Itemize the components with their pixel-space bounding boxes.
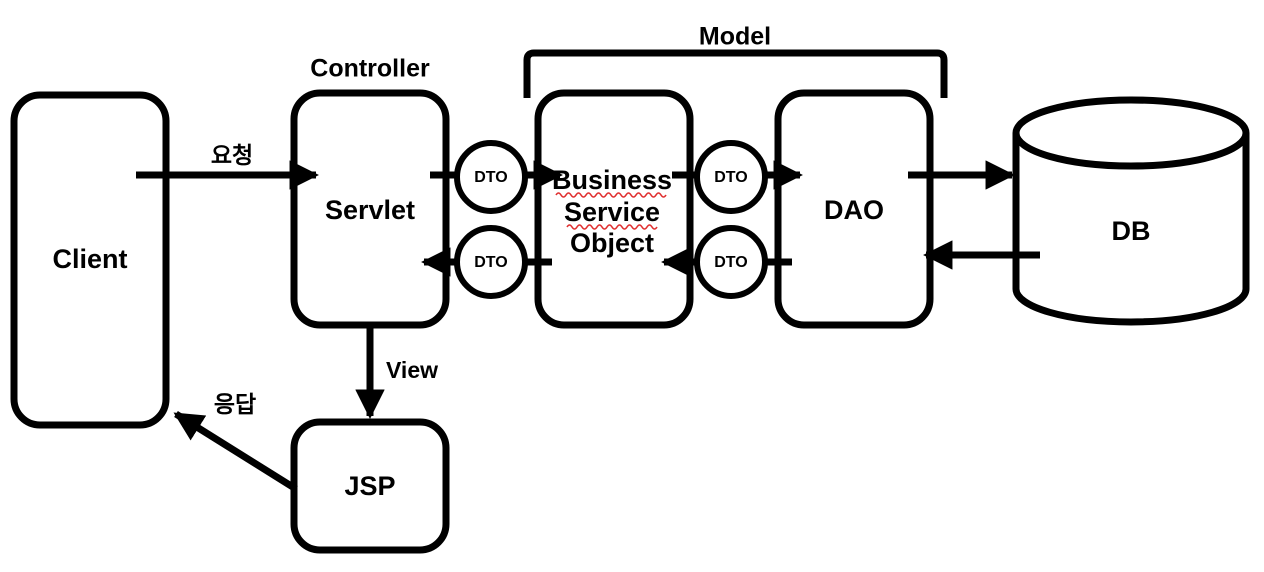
dto-circle-3[interactable]: DTO xyxy=(694,140,768,214)
spellcheck-underline-business xyxy=(555,192,667,198)
dto-circle-2-label: DTO xyxy=(474,254,507,271)
bso-label-line2: Service xyxy=(564,197,660,227)
dto-circle-1-label: DTO xyxy=(474,169,507,186)
controller-label: Controller xyxy=(310,55,430,83)
model-label: Model xyxy=(699,23,771,51)
node-client[interactable] xyxy=(10,91,170,429)
response-label: 응답 xyxy=(214,391,256,417)
request-label: 요청 xyxy=(211,142,253,168)
dto-circle-2-shape[interactable] xyxy=(454,225,528,299)
dto-circle-4-shape[interactable] xyxy=(694,225,768,299)
bso-label-line3: Object xyxy=(570,228,654,258)
dto-circle-4[interactable]: DTO xyxy=(694,225,768,299)
dto-circle-1-shape[interactable] xyxy=(454,140,528,214)
view-label: View xyxy=(386,357,438,383)
bso-label-line1: Business xyxy=(552,165,672,195)
node-db[interactable] xyxy=(1012,96,1250,326)
db-label: DB xyxy=(1112,216,1151,246)
node-dao[interactable] xyxy=(774,89,934,329)
servlet-label: Servlet xyxy=(325,195,415,225)
model-bracket xyxy=(523,49,948,98)
dto-circle-3-label: DTO xyxy=(714,169,747,186)
db-cylinder-top xyxy=(1012,96,1250,170)
client-label: Client xyxy=(52,244,127,274)
spellcheck-underline-service xyxy=(566,224,658,230)
client-box[interactable] xyxy=(10,91,170,429)
dto-circle-1[interactable]: DTO xyxy=(454,140,528,214)
dto-circle-3-shape[interactable] xyxy=(694,140,768,214)
edge-jsp-to-client xyxy=(173,411,298,492)
db-cylinder-body[interactable] xyxy=(1012,133,1250,326)
model-bracket-group xyxy=(523,49,948,98)
dao-label: DAO xyxy=(824,195,884,225)
dao-box[interactable] xyxy=(774,89,934,329)
jsp-label: JSP xyxy=(344,471,395,501)
dto-circle-4-label: DTO xyxy=(714,254,747,271)
bso-box[interactable] xyxy=(534,89,694,329)
dto-circle-2[interactable]: DTO xyxy=(454,225,528,299)
node-business-service-object[interactable] xyxy=(534,89,694,329)
